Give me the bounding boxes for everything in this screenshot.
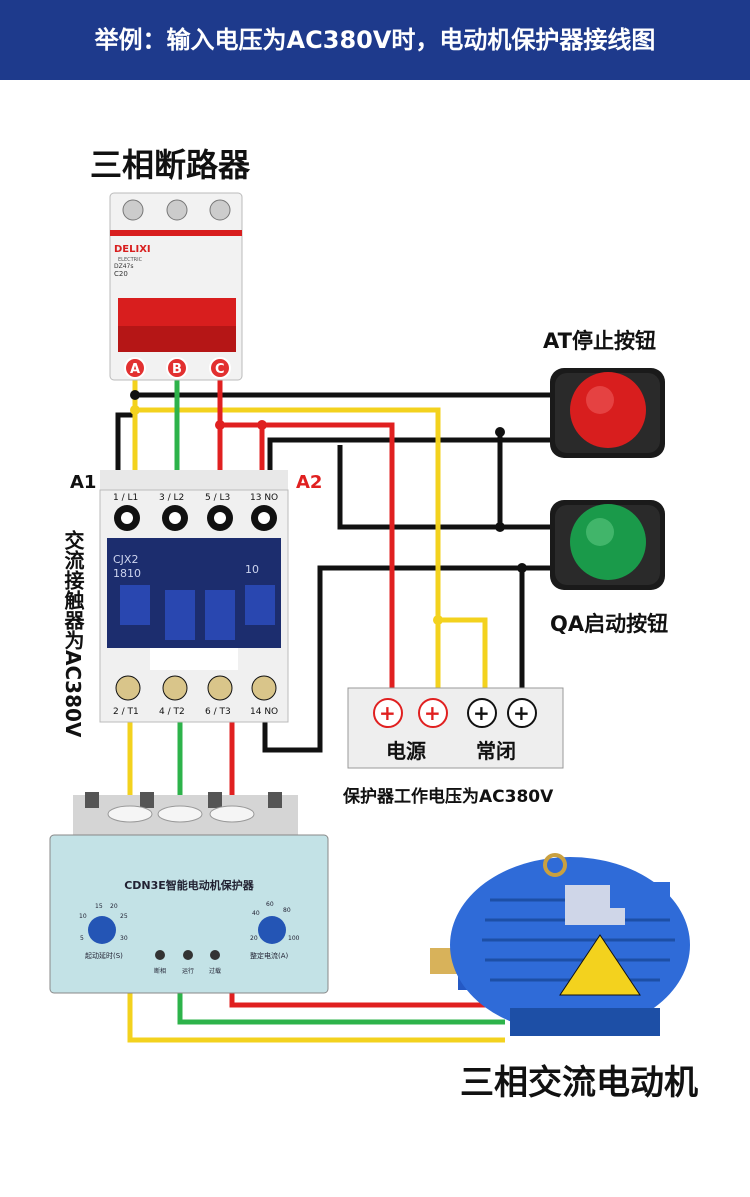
contactor-model-2: 1810 (113, 567, 141, 580)
breaker-screw-icons (122, 199, 231, 221)
motor-protector: CDN3E智能电动机保护器 5 10 15 20 25 30 20 40 60 … (49, 792, 329, 994)
breaker-rating: C20 (114, 270, 128, 278)
right-scale-3: 80 (283, 907, 291, 914)
contactor-a2-label: A2 (296, 472, 323, 493)
contactor-voltage-label: 交流接触器为AC380V (61, 530, 85, 738)
right-knob-label: 整定电流(A) (250, 951, 289, 960)
contactor-bottom-1: 2 / T1 (113, 707, 139, 717)
svg-text:+: + (424, 701, 441, 725)
start-button (550, 500, 665, 590)
protector-terminal-box: + + + + 电源 常闭 (347, 687, 564, 769)
contactor-a1-label: A1 (70, 472, 97, 493)
contactor: 1 / L1 3 / L2 5 / L3 13 NO CJX2 1810 10 … (99, 470, 289, 723)
start-button-label: QA启动按钮 (550, 612, 669, 636)
protector-caption: 保护器工作电压为AC380V (343, 787, 554, 807)
led-overload: 过载 (209, 967, 221, 975)
stop-button (550, 368, 665, 458)
left-scale-2: 15 (95, 903, 103, 910)
stop-button-label: AT停止按钮 (543, 329, 656, 353)
contactor-top-1: 1 / L1 (113, 493, 138, 503)
right-scale-2: 60 (266, 901, 274, 908)
contactor-bottom-3: 6 / T3 (205, 707, 231, 717)
contactor-top-2: 3 / L2 (159, 493, 184, 503)
motor-label: 三相交流电动机 (460, 1063, 698, 1103)
contactor-top-3: 5 / L3 (205, 493, 230, 503)
right-scale-1: 40 (252, 910, 260, 917)
contactor-bottom-2: 4 / T2 (159, 707, 185, 717)
breaker-terminal-b: B (172, 362, 182, 377)
left-knob-label: 起动延时(S) (85, 951, 123, 960)
left-scale-1: 10 (79, 913, 87, 920)
left-scale-5: 30 (120, 935, 128, 942)
breaker-label: 三相断路器 (90, 146, 251, 184)
contactor-top-4: 13 NO (250, 493, 278, 503)
title-banner: 举例：输入电压为AC380V时，电动机保护器接线图 (0, 0, 750, 80)
motor (430, 853, 690, 1036)
contactor-aux: 10 (245, 563, 259, 576)
right-scale-4: 100 (288, 935, 300, 942)
contactor-model-1: CJX2 (113, 553, 138, 566)
left-scale-0: 5 (80, 935, 84, 942)
led-running: 运行 (182, 967, 194, 975)
breaker-brand-sub: ELECTRIC (118, 257, 143, 263)
circuit-breaker: DELIXI ELECTRIC DZ47s C20 A B C (109, 192, 243, 381)
contactor-bottom-4: 14 NO (250, 707, 278, 717)
protector-name: CDN3E智能电动机保护器 (124, 878, 255, 892)
nc-label: 常闭 (476, 739, 516, 763)
svg-text:+: + (513, 701, 530, 725)
svg-text:+: + (473, 701, 490, 725)
led-phase-loss: 断相 (154, 967, 166, 975)
breaker-brand: DELIXI (114, 244, 151, 255)
junction-dots (130, 390, 527, 625)
svg-text:+: + (379, 701, 396, 725)
contactor-bottom-terminal-icons (115, 675, 277, 701)
breaker-terminal-a: A (130, 362, 140, 377)
power-label: 电源 (386, 739, 426, 763)
contactor-top-terminal-icons (114, 505, 277, 531)
right-scale-0: 20 (250, 935, 258, 942)
left-scale-4: 25 (120, 913, 128, 920)
breaker-model: DZ47s (114, 263, 134, 270)
left-scale-3: 20 (110, 903, 118, 910)
breaker-terminal-c: C (215, 362, 225, 377)
